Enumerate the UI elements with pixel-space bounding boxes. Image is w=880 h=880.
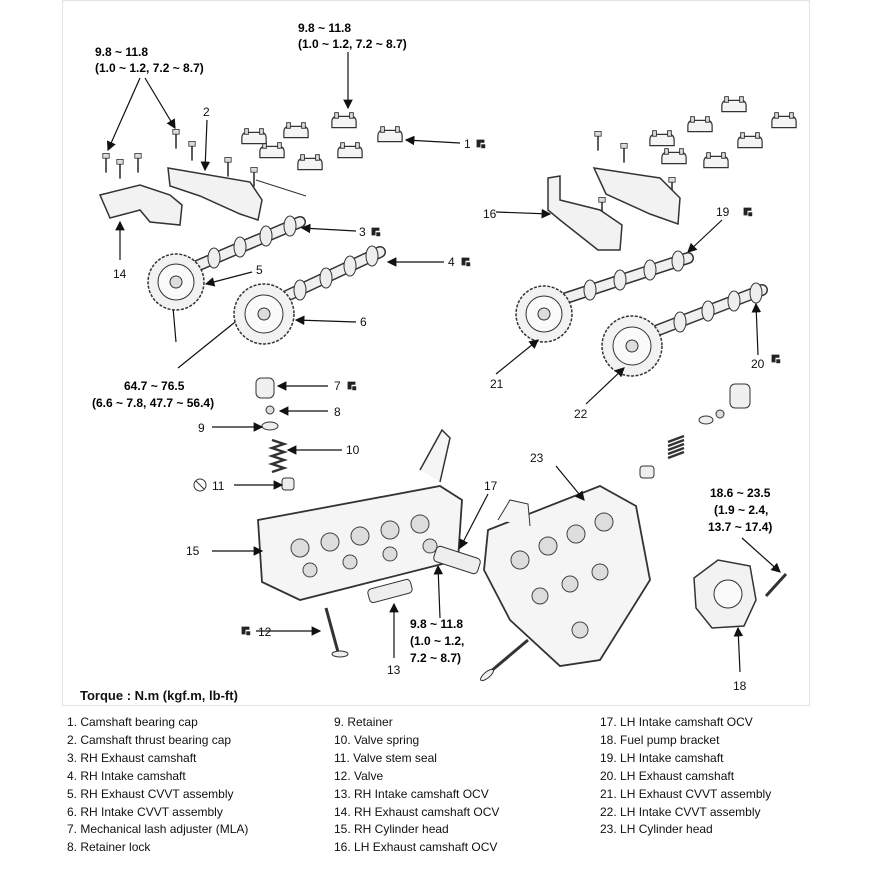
svg-text:18.6 ~ 23.5: 18.6 ~ 23.5 bbox=[710, 486, 771, 500]
svg-text:(1.0 ~ 1.2,: (1.0 ~ 1.2, bbox=[410, 634, 464, 648]
callout-1: 1 bbox=[464, 137, 471, 151]
lh-exhaust-cvvt bbox=[515, 285, 573, 343]
lh-cylinder-head bbox=[483, 485, 651, 667]
valve-spring bbox=[268, 438, 288, 474]
callout-23: 23 bbox=[530, 451, 544, 465]
callout-13: 13 bbox=[387, 663, 401, 677]
legend-column-1: 1. Camshaft bearing cap 2. Camshaft thru… bbox=[67, 714, 248, 857]
svg-text:9.8 ~ 11.8: 9.8 ~ 11.8 bbox=[95, 45, 148, 59]
legend-item: 19. LH Intake camshaft bbox=[600, 750, 724, 765]
torque-spec-fuel-pump: 18.6 ~ 23.5 (1.9 ~ 2.4, 13.7 ~ 17.4) bbox=[708, 486, 772, 534]
retainer bbox=[261, 421, 279, 431]
svg-text:7.2 ~ 8.7): 7.2 ~ 8.7) bbox=[410, 651, 461, 665]
callout-6: 6 bbox=[360, 315, 367, 329]
no-reuse-icon bbox=[193, 478, 207, 492]
rh-intake-ocv bbox=[367, 578, 413, 604]
legend-item: 12. Valve bbox=[334, 768, 384, 783]
legend-item: 17. LH Intake camshaft OCV bbox=[600, 715, 753, 729]
legend-item: 1. Camshaft bearing cap bbox=[67, 715, 198, 729]
callout-9: 9 bbox=[198, 421, 205, 435]
legend-column-3: 17. LH Intake camshaft OCV 18. Fuel pump… bbox=[600, 714, 771, 839]
legend-item: 6. RH Intake CVVT assembly bbox=[67, 804, 223, 819]
valve-lh bbox=[480, 638, 529, 682]
legend-item: 4. RH Intake camshaft bbox=[67, 768, 186, 783]
callout-3: 3 bbox=[359, 225, 366, 239]
svg-text:9.8 ~ 11.8: 9.8 ~ 11.8 bbox=[298, 21, 351, 35]
legend-item: 3. RH Exhaust camshaft bbox=[67, 750, 197, 765]
legend-item: 5. RH Exhaust CVVT assembly bbox=[67, 786, 234, 801]
callout-labels: 1 2 3 4 5 6 7 8 9 10 11 12 13 14 15 16 1… bbox=[113, 105, 765, 693]
lh-intake-camshaft bbox=[554, 250, 694, 306]
lh-intake-ocv bbox=[433, 545, 481, 575]
legend-item: 7. Mechanical lash adjuster (MLA) bbox=[67, 822, 249, 837]
torque-spec-cvvt: 64.7 ~ 76.5 (6.6 ~ 7.8, 47.7 ~ 56.4) bbox=[92, 379, 214, 410]
lh-intake-cvvt bbox=[601, 315, 663, 377]
callout-7: 7 bbox=[334, 379, 341, 393]
lh-exhaust-ocv-bracket bbox=[547, 175, 623, 251]
legend-item: 2. Camshaft thrust bearing cap bbox=[67, 732, 232, 747]
callout-18: 18 bbox=[733, 679, 747, 693]
callout-14: 14 bbox=[113, 267, 127, 281]
callout-5: 5 bbox=[256, 263, 263, 277]
torque-spec-ocv: 9.8 ~ 11.8 (1.0 ~ 1.2, 7.2 ~ 8.7) bbox=[410, 617, 464, 665]
callout-21: 21 bbox=[490, 377, 504, 391]
callout-16: 16 bbox=[483, 207, 497, 221]
rh-exhaust-ocv-bracket bbox=[98, 184, 183, 226]
callout-10: 10 bbox=[346, 443, 360, 457]
svg-text:13.7 ~ 17.4): 13.7 ~ 17.4) bbox=[708, 520, 772, 534]
svg-text:9.8 ~ 11.8: 9.8 ~ 11.8 bbox=[410, 617, 463, 631]
svg-text:(6.6 ~ 7.8, 47.7 ~ 56.4): (6.6 ~ 7.8, 47.7 ~ 56.4) bbox=[92, 396, 214, 410]
callout-8: 8 bbox=[334, 405, 341, 419]
legend-item: 23. LH Cylinder head bbox=[600, 822, 713, 837]
torque-spec-top-left: 9.8 ~ 11.8 (1.0 ~ 1.2, 7.2 ~ 8.7) bbox=[95, 45, 204, 75]
legend-item: 13. RH Intake camshaft OCV bbox=[334, 786, 489, 801]
exploded-view-diagram: 9.8 ~ 11.8 (1.0 ~ 1.2, 7.2 ~ 8.7) 9.8 ~ … bbox=[92, 21, 797, 693]
lh-valve-train bbox=[639, 383, 751, 479]
legend-column-2: 9. Retainer 10. Valve spring 11. Valve s… bbox=[334, 714, 499, 857]
lh-thrust-bearing-cap bbox=[592, 167, 681, 226]
retainer-lock bbox=[265, 405, 275, 415]
rh-exhaust-camshaft bbox=[186, 215, 306, 274]
svg-text:(1.0 ~ 1.2, 7.2 ~ 8.7): (1.0 ~ 1.2, 7.2 ~ 8.7) bbox=[95, 61, 204, 75]
callout-19: 19 bbox=[716, 205, 730, 219]
callout-12: 12 bbox=[258, 625, 272, 639]
torque-unit-label: Torque : N.m (kgf.m, lb-ft) bbox=[80, 688, 238, 703]
rh-exhaust-cvvt bbox=[147, 253, 205, 311]
torque-spec-top-center: 9.8 ~ 11.8 (1.0 ~ 1.2, 7.2 ~ 8.7) bbox=[298, 21, 407, 51]
callout-4: 4 bbox=[448, 255, 455, 269]
legend-item: 18. Fuel pump bracket bbox=[600, 732, 720, 747]
thrust-bearing-cap bbox=[167, 167, 263, 221]
rh-bearing-caps bbox=[241, 112, 403, 171]
legend-item: 21. LH Exhaust CVVT assembly bbox=[600, 786, 772, 801]
callout-11: 11 bbox=[212, 479, 225, 493]
callout-2: 2 bbox=[203, 105, 210, 119]
valve-rh bbox=[324, 607, 349, 658]
callout-15: 15 bbox=[186, 544, 200, 558]
rh-leader-2 bbox=[255, 179, 307, 197]
rh-cylinder-head bbox=[257, 428, 463, 601]
legend-item: 9. Retainer bbox=[334, 715, 393, 729]
valve-stem-seal bbox=[281, 477, 295, 491]
svg-text:64.7 ~ 76.5: 64.7 ~ 76.5 bbox=[124, 379, 185, 393]
legend-item: 14. RH Exhaust camshaft OCV bbox=[334, 804, 500, 819]
legend-item: 11. Valve stem seal bbox=[334, 750, 437, 765]
lh-bearing-caps bbox=[649, 96, 797, 169]
callout-22: 22 bbox=[574, 407, 588, 421]
mla bbox=[255, 377, 275, 399]
svg-text:(1.0 ~ 1.2, 7.2 ~ 8.7): (1.0 ~ 1.2, 7.2 ~ 8.7) bbox=[298, 37, 407, 51]
legend-item: 16. LH Exhaust camshaft OCV bbox=[334, 840, 498, 855]
legend-item: 8. Retainer lock bbox=[67, 840, 151, 855]
callout-arrows bbox=[115, 119, 762, 673]
rh-intake-cvvt bbox=[233, 283, 295, 345]
fuel-pump-bracket bbox=[693, 559, 788, 629]
rh-intake-camshaft bbox=[272, 245, 386, 306]
legend-item: 10. Valve spring bbox=[334, 732, 420, 747]
legend-item: 20. LH Exhaust camshaft bbox=[600, 768, 735, 783]
legend-item: 22. LH Intake CVVT assembly bbox=[600, 804, 761, 819]
callout-20: 20 bbox=[751, 357, 765, 371]
lh-exhaust-camshaft bbox=[642, 282, 768, 340]
callout-17: 17 bbox=[484, 479, 498, 493]
legend-item: 15. RH Cylinder head bbox=[334, 822, 449, 837]
svg-text:(1.9 ~ 2.4,: (1.9 ~ 2.4, bbox=[714, 503, 768, 517]
